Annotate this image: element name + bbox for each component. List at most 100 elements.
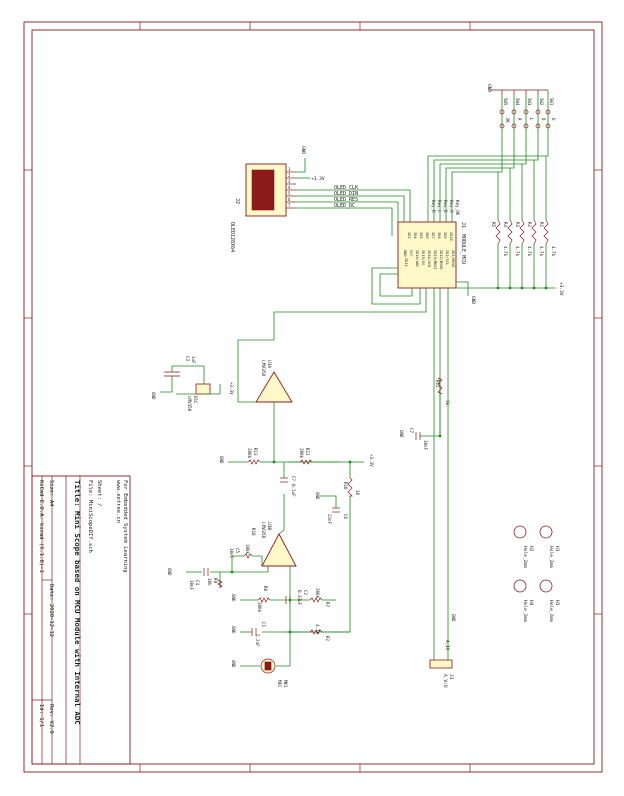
oled-pin-7: 7 bbox=[288, 203, 291, 208]
svg-text:IO9: IO9 bbox=[443, 232, 447, 239]
analog-mid-wires bbox=[228, 339, 441, 633]
oled-vcc-label: +3.3V bbox=[311, 176, 325, 182]
svg-text:U: U bbox=[551, 118, 556, 121]
svg-text:IO4: IO4 bbox=[413, 232, 417, 239]
mcu-vcc-label: +3.3V bbox=[558, 282, 564, 296]
oled-pin-4: 4 bbox=[288, 185, 291, 190]
opamp-u1c: U1C LMV358 C3 1uF bbox=[164, 356, 211, 412]
mcu-right-pins: IO1/MISO IO2/SCL IO12/MISO IO13/MOSI IO1… bbox=[403, 250, 455, 269]
r10-value: 10 bbox=[355, 490, 360, 496]
svg-text:GND: GND bbox=[451, 614, 456, 622]
oled-gnd-label: GND bbox=[300, 146, 306, 154]
svg-text:H1: H1 bbox=[554, 546, 560, 552]
analog-mid-labels: R13 200k R12 200k R11 1k C7 10nF R10 10 … bbox=[247, 380, 450, 525]
low-gnd-3: GND bbox=[231, 626, 236, 634]
r10b-value: 100k bbox=[245, 544, 250, 555]
c5-ref: C5 bbox=[235, 548, 240, 554]
r10b-ref: R10 bbox=[251, 528, 256, 536]
hole-h1 bbox=[539, 525, 553, 539]
svg-text:Key_OK: Key_OK bbox=[455, 200, 460, 216]
svg-text:IO1/MISO: IO1/MISO bbox=[451, 250, 455, 267]
svg-text:4.7k: 4.7k bbox=[503, 246, 508, 257]
outer-frame bbox=[23, 21, 603, 773]
mid-gnd-1: GND bbox=[219, 456, 224, 464]
r2-value: 4.7k bbox=[315, 624, 320, 635]
mcu-ref: J1 bbox=[460, 222, 466, 228]
c1-value: 2.2nF bbox=[255, 634, 260, 647]
mcu-key-nets: Key_OK Key_U Key_D Key_L Key_R bbox=[431, 200, 460, 216]
switch-2: SW2 bbox=[539, 98, 544, 106]
switch-4: SW4 bbox=[515, 98, 520, 106]
mcu-gnd-label: GND bbox=[470, 296, 476, 304]
r10-ref: R10 bbox=[343, 482, 348, 490]
title-org: For Embedded System Learning bbox=[122, 480, 128, 573]
mcu-module: J1 MODULE_MCU bbox=[397, 221, 466, 289]
low-gnd-1: GND bbox=[167, 568, 172, 576]
svg-text:U1B: U1B bbox=[266, 522, 272, 530]
title-date: Date: 2020-12-12 bbox=[48, 584, 54, 637]
oled-pin-3: 3 bbox=[288, 179, 291, 184]
c4-value: 10nF bbox=[189, 580, 194, 591]
low-gnd-4: GND bbox=[231, 660, 236, 668]
r11-value: 1k bbox=[445, 400, 450, 406]
title-size: Size: A4 bbox=[48, 480, 54, 507]
analog-low-parts bbox=[203, 553, 323, 674]
c2-ref: C2 bbox=[303, 590, 308, 596]
svg-text:H3: H3 bbox=[554, 600, 560, 606]
svg-text:A_V/O: A_V/O bbox=[442, 674, 448, 688]
title-main: Title: Mini Scope based on MCU Module wi… bbox=[73, 480, 82, 725]
svg-text:Key_R: Key_R bbox=[431, 200, 436, 213]
svg-text:A_IO: A_IO bbox=[445, 640, 450, 651]
mid-vcc: +3.3V bbox=[369, 454, 374, 467]
svg-text:Hole_2mm: Hole_2mm bbox=[548, 600, 554, 622]
c7-ref: C7 bbox=[409, 428, 414, 434]
mcu-left-pins: IO3 IO4 IO5 IO6 IO7 IO8 IO9 IO10 IO11 bbox=[404, 232, 453, 267]
svg-text:4.7k: 4.7k bbox=[551, 246, 556, 257]
svg-text:4.7k: 4.7k bbox=[527, 246, 532, 257]
svg-text:D: D bbox=[541, 118, 546, 121]
pullup-wires bbox=[497, 156, 547, 288]
pullup-labels: R1 4.7k R2 4.7k R3 4.7k R4 4.7k R5 4.7k bbox=[491, 222, 556, 257]
oled-connector: J2 OLED128X64 1 2 3 4 5 6 7 bbox=[229, 163, 296, 252]
svg-text:IO8: IO8 bbox=[437, 232, 441, 239]
svg-text:U1A: U1A bbox=[266, 360, 272, 368]
switch-1: SW1 bbox=[549, 98, 554, 106]
svg-text:Hole_2mm: Hole_2mm bbox=[548, 546, 554, 568]
r9-ref: R9 bbox=[213, 578, 218, 584]
mcu-wires bbox=[273, 90, 556, 660]
svg-text:GND: GND bbox=[403, 250, 407, 257]
svg-text:IO13/MOSI: IO13/MOSI bbox=[433, 250, 437, 269]
c5-value: 10nF bbox=[229, 548, 234, 559]
svg-text:IO14/SCK: IO14/SCK bbox=[427, 250, 431, 268]
c2-value: 0.33uF bbox=[297, 590, 302, 606]
switch-gnd-label: GND bbox=[486, 84, 492, 92]
svg-text:IO2/SCL: IO2/SCL bbox=[445, 250, 449, 265]
title-url: www.eetree.cn bbox=[115, 480, 121, 523]
hole-h3 bbox=[539, 579, 553, 593]
svg-text:Hole_2mm: Hole_2mm bbox=[522, 546, 528, 568]
oled-ref: J2 bbox=[234, 198, 240, 204]
oled-pin-6: 6 bbox=[288, 197, 291, 202]
analog-low-wires bbox=[186, 529, 350, 667]
opamp-u1b: U1B LMV358 bbox=[260, 522, 297, 567]
svg-text:LMV358: LMV358 bbox=[260, 522, 266, 539]
title-tool: KiCad E.D.A. kicad (5.1.8)-1 bbox=[38, 480, 44, 573]
c6-ref: C6 bbox=[343, 514, 348, 520]
oled-net-dc: OLED_DC bbox=[334, 203, 355, 209]
svg-text:H2: H2 bbox=[528, 546, 534, 552]
c6-value: 22nF bbox=[327, 514, 332, 525]
svg-text:IO15/SS: IO15/SS bbox=[421, 250, 425, 265]
svg-text:H4: H4 bbox=[528, 600, 534, 606]
r13-ref: R13 bbox=[253, 448, 258, 456]
svg-text:IO10: IO10 bbox=[449, 232, 453, 241]
pullup-r1: R1 bbox=[539, 222, 544, 228]
svg-text:J3: J3 bbox=[448, 674, 454, 680]
svg-text:Hole_2mm: Hole_2mm bbox=[522, 600, 528, 622]
switch-5: SW5 bbox=[503, 98, 508, 106]
hole-h4 bbox=[513, 579, 527, 593]
j3-connector: J3 A_V/O A_IO GND bbox=[429, 614, 456, 688]
r13-value: 200k bbox=[247, 448, 252, 459]
svg-text:Key_U: Key_U bbox=[449, 200, 454, 213]
svg-text:IO5: IO5 bbox=[419, 232, 423, 239]
r8-value: 200k bbox=[257, 602, 262, 613]
